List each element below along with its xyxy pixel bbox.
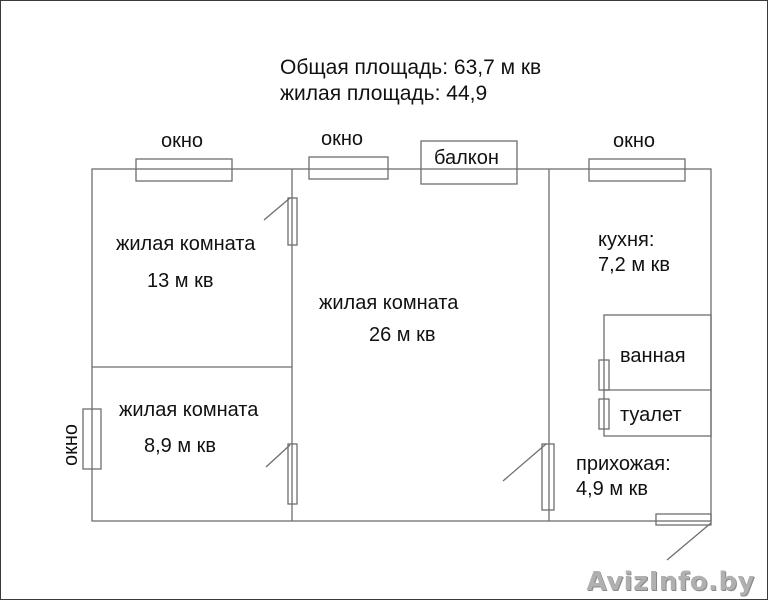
- window-left: [82, 408, 102, 470]
- door-bathroom: [598, 359, 610, 391]
- door-room-8-9: [287, 443, 298, 505]
- kitchen-name: кухня:: [598, 229, 655, 251]
- kitchen-area: 7,2 м кв: [598, 254, 671, 276]
- entrance-door: [655, 513, 712, 526]
- entrance-door-swing: [666, 522, 712, 561]
- hallway-area: 4,9 м кв: [576, 478, 649, 500]
- room-13-area: 13 м кв: [147, 270, 214, 292]
- room-13-name: жилая комната: [116, 233, 256, 255]
- bathroom-label: ванная: [620, 345, 686, 367]
- room-8-9-area: 8,9 м кв: [144, 435, 217, 457]
- window-top-middle: [308, 156, 389, 180]
- door-room-13: [287, 197, 298, 246]
- window-top-right: [588, 158, 686, 182]
- window-label-left: окно: [60, 423, 82, 466]
- window-top-left: [135, 158, 233, 182]
- room-26-name: жилая комната: [319, 292, 459, 314]
- door-swing-room-13: [263, 197, 291, 221]
- window-label-top-right: окно: [613, 130, 656, 152]
- door-swing-room-8-9: [265, 444, 291, 468]
- hallway-name: прихожая:: [576, 453, 671, 475]
- balcony-label: балкон: [434, 147, 499, 169]
- room-26-area: 26 м кв: [369, 324, 436, 346]
- room-8-9-name: жилая комната: [119, 399, 259, 421]
- door-toilet: [598, 398, 610, 430]
- door-swing-room-26: [502, 443, 547, 482]
- watermark: AvizInfo.by: [586, 567, 755, 597]
- balcony-door: [420, 140, 518, 185]
- bathroom-toilet-block: [603, 314, 712, 437]
- door-room-26: [541, 443, 555, 511]
- window-label-top-middle: окно: [321, 128, 364, 150]
- living-area-label: жилая площадь: 44,9: [280, 82, 488, 105]
- toilet-label: туалет: [620, 404, 682, 426]
- total-area-label: Общая площадь: 63,7 м кв: [280, 56, 542, 79]
- window-label-top-left: окно: [161, 130, 204, 152]
